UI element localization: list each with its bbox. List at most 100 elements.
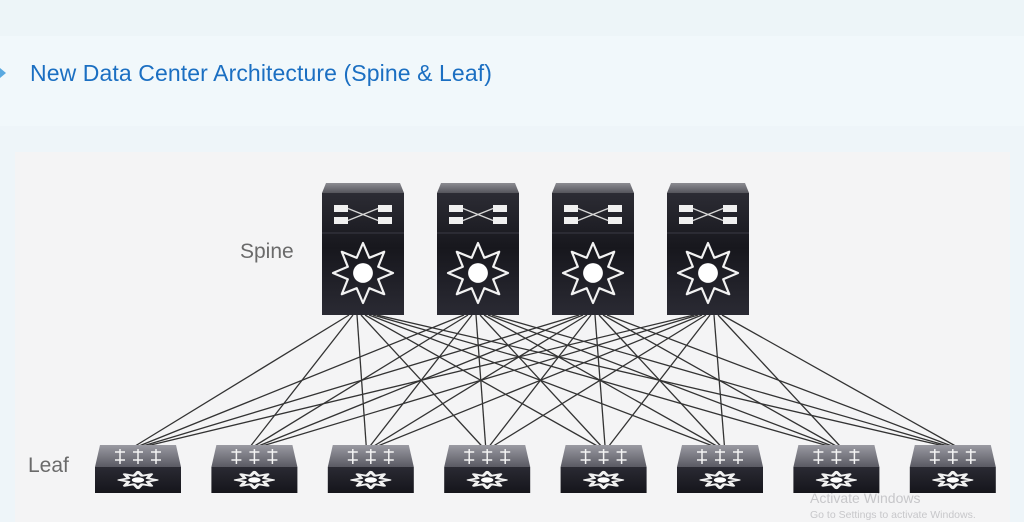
link-line bbox=[483, 314, 719, 448]
star-center-icon bbox=[468, 263, 488, 283]
star-glyph-icon bbox=[699, 470, 741, 490]
spine-switch bbox=[552, 183, 634, 315]
leaf-star-icon bbox=[117, 470, 159, 490]
link-line bbox=[360, 314, 484, 448]
star-glyph-icon bbox=[932, 470, 974, 490]
link-line bbox=[136, 314, 465, 448]
star-center-icon bbox=[698, 263, 718, 283]
leaf-switch bbox=[95, 445, 181, 493]
port-arrows-icon bbox=[813, 449, 824, 464]
star-center-icon bbox=[830, 477, 843, 483]
port-arrows-icon bbox=[267, 449, 278, 464]
spine-top-face bbox=[552, 183, 634, 193]
port-arrows-icon bbox=[133, 449, 143, 464]
crossbar-icon bbox=[334, 205, 392, 224]
star-center-icon bbox=[946, 477, 959, 483]
arrow-bullet-icon bbox=[0, 68, 6, 78]
port-arrows-icon bbox=[464, 449, 475, 464]
star-glyph-icon bbox=[583, 470, 625, 490]
link-line bbox=[142, 314, 695, 448]
link-line bbox=[598, 314, 722, 448]
link-line bbox=[607, 314, 711, 448]
star-glyph-icon bbox=[331, 241, 395, 305]
link-line bbox=[368, 314, 716, 448]
activate-windows-title: Activate Windows bbox=[810, 490, 921, 506]
star-glyph-icon bbox=[233, 470, 275, 490]
port-arrows-icon bbox=[715, 449, 725, 464]
crossbar-icon bbox=[449, 205, 507, 224]
port-arrows-icon bbox=[965, 449, 976, 464]
port-arrows-icon bbox=[831, 449, 842, 464]
link-line bbox=[479, 314, 603, 448]
star-center-icon bbox=[713, 477, 727, 483]
title-bar bbox=[0, 36, 1024, 126]
spine-body bbox=[667, 193, 749, 315]
link-line bbox=[713, 314, 726, 448]
spine-switch bbox=[322, 183, 404, 315]
leaf-star-icon bbox=[583, 470, 625, 490]
link-line bbox=[606, 314, 955, 448]
link-line bbox=[139, 314, 580, 448]
leaf-switch bbox=[560, 445, 647, 493]
port-arrows-icon bbox=[482, 449, 493, 464]
leaf-star-icon bbox=[233, 470, 275, 490]
spine-body bbox=[322, 193, 404, 315]
link-line bbox=[602, 314, 839, 448]
leaf-group bbox=[95, 445, 996, 493]
star-glyph-icon bbox=[815, 470, 857, 490]
activate-windows-subtitle: Go to Settings to activate Windows. bbox=[810, 509, 976, 521]
port-arrows-icon bbox=[115, 449, 125, 464]
star-glyph-icon bbox=[561, 241, 625, 305]
link-line bbox=[721, 314, 958, 448]
star-glyph-icon bbox=[117, 470, 159, 490]
links-group bbox=[133, 314, 958, 448]
link-line bbox=[491, 314, 707, 448]
leaf-star-icon bbox=[815, 470, 857, 490]
star-center-icon bbox=[248, 477, 261, 483]
spine-group bbox=[322, 183, 749, 315]
leaf-star-icon bbox=[699, 470, 741, 490]
leaf-star-icon bbox=[350, 470, 392, 490]
leaf-label: Leaf bbox=[28, 454, 69, 477]
port-arrows-icon bbox=[365, 449, 376, 464]
link-line bbox=[133, 314, 350, 448]
star-glyph-icon bbox=[466, 470, 508, 490]
star-center-icon bbox=[131, 477, 145, 483]
leaf-star-icon bbox=[932, 470, 974, 490]
star-center-icon bbox=[597, 477, 610, 483]
leaf-switch bbox=[211, 445, 298, 493]
port-arrows-icon bbox=[598, 449, 609, 464]
slide-title: New Data Center Architecture (Spine & Le… bbox=[30, 60, 492, 86]
spine-label: Spine bbox=[240, 240, 294, 263]
port-arrows-icon bbox=[616, 449, 627, 464]
leaf-switch bbox=[677, 445, 763, 493]
spine-top-face bbox=[322, 183, 404, 193]
port-arrows-icon bbox=[849, 449, 860, 464]
link-line bbox=[258, 314, 699, 448]
leaf-switch bbox=[909, 445, 996, 493]
star-center-icon bbox=[583, 263, 603, 283]
port-arrows-icon bbox=[383, 449, 394, 464]
star-glyph-icon bbox=[446, 241, 510, 305]
top-band bbox=[0, 0, 1024, 36]
port-arrows-icon bbox=[347, 449, 358, 464]
port-arrows-icon bbox=[500, 449, 511, 464]
spine-switch bbox=[437, 183, 519, 315]
port-arrows-icon bbox=[697, 449, 707, 464]
leaf-switch bbox=[444, 445, 531, 493]
port-arrows-icon bbox=[151, 449, 161, 464]
star-glyph-icon bbox=[350, 470, 392, 490]
leaf-switch bbox=[327, 445, 414, 493]
port-arrows-icon bbox=[733, 449, 743, 464]
port-arrows-icon bbox=[947, 449, 958, 464]
link-line bbox=[375, 314, 703, 448]
port-arrows-icon bbox=[249, 449, 260, 464]
link-line bbox=[717, 314, 842, 448]
leaf-switch bbox=[793, 445, 880, 493]
star-center-icon bbox=[481, 477, 494, 483]
crossbar-icon bbox=[679, 205, 737, 224]
link-line bbox=[364, 314, 600, 448]
spine-body bbox=[437, 193, 519, 315]
port-arrows-icon bbox=[580, 449, 591, 464]
